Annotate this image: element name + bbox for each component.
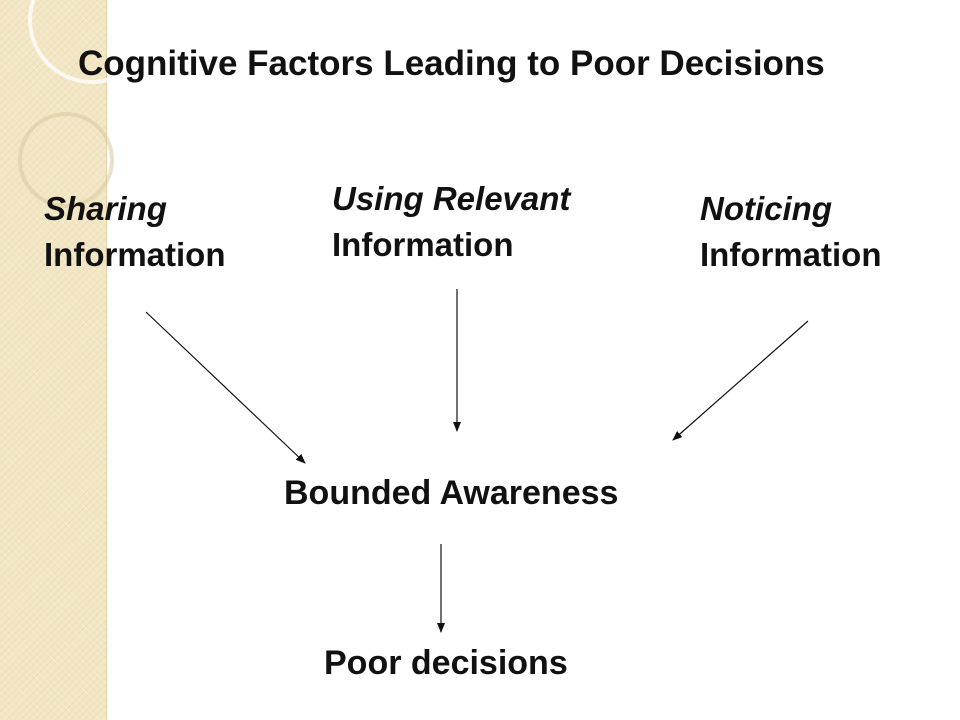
- factor-label-regular: Information: [332, 226, 514, 263]
- slide-title: Cognitive Factors Leading to Poor Decisi…: [78, 44, 825, 83]
- factor-noticing-information: Noticing Information: [700, 186, 881, 278]
- arrow-sharing-to-bounded: [145, 311, 306, 464]
- poor-decisions-node: Poor decisions: [324, 644, 568, 682]
- factor-sharing-information: Sharing Information: [44, 186, 225, 278]
- factor-label-italic: Noticing: [700, 190, 832, 227]
- factor-label-italic: Using Relevant: [332, 180, 571, 217]
- factor-label-regular: Information: [44, 236, 226, 273]
- factor-label-regular: Information: [700, 236, 882, 273]
- bounded-awareness-node: Bounded Awareness: [284, 474, 619, 512]
- factor-label-italic: Sharing: [44, 190, 167, 227]
- arrow-noticing-to-bounded: [672, 320, 809, 441]
- factor-using-relevant-information: Using Relevant Information: [332, 176, 570, 268]
